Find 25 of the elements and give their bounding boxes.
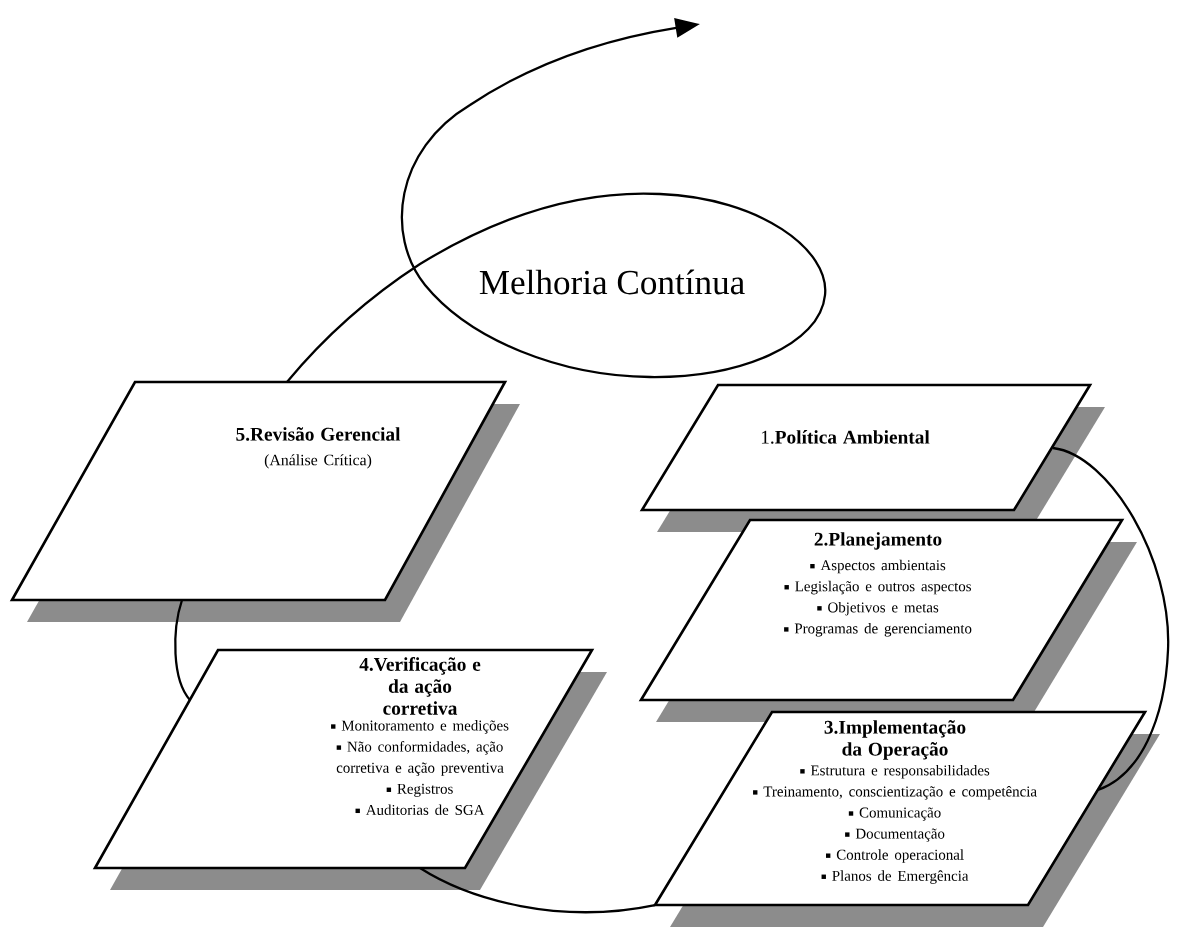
bullet-item: Aspectos ambientais [810, 559, 946, 574]
bullet-item: Programas de gerenciamento [784, 623, 972, 637]
bullet-item: Comunicação [848, 807, 941, 821]
box-title: 1.Política Ambiental [761, 430, 930, 444]
connector-line [419, 867, 656, 914]
spiral-arrow [286, 18, 827, 383]
bullet-item: Legislação e outros aspectos [784, 580, 971, 595]
bullet-item: Monitoramento e medições [331, 720, 509, 734]
bullet-item: Não conformidades, ação corretiva e ação preventiva [336, 741, 504, 776]
bullet-item: Planos de Emergência [821, 870, 969, 884]
box-title: 4.Verificação e da ação corretiva [359, 657, 481, 715]
bullet-item: Controle operacional [826, 849, 964, 863]
box-title: 3.Implementação da Operação [824, 720, 966, 760]
box-title: 5.Revisão Gerencial [236, 427, 401, 441]
bullet-item: Treinamento, conscientização e competência [753, 786, 1037, 800]
connector-line [1052, 446, 1170, 792]
box-subtitle: (Análise Crítica) [264, 454, 372, 469]
bullet-item: Documentação [845, 828, 945, 842]
bullet-item: Auditorias de SGA [355, 804, 485, 815]
bullet-item: Registros [386, 783, 453, 797]
caption-text: Melhoria Contínua [479, 269, 745, 295]
bullet-item: Objetivos e metas [817, 601, 939, 616]
connector-line [174, 599, 191, 701]
bullet-item: Estrutura e responsabilidades [800, 764, 990, 779]
box-title: 2.Planejamento [814, 532, 942, 550]
